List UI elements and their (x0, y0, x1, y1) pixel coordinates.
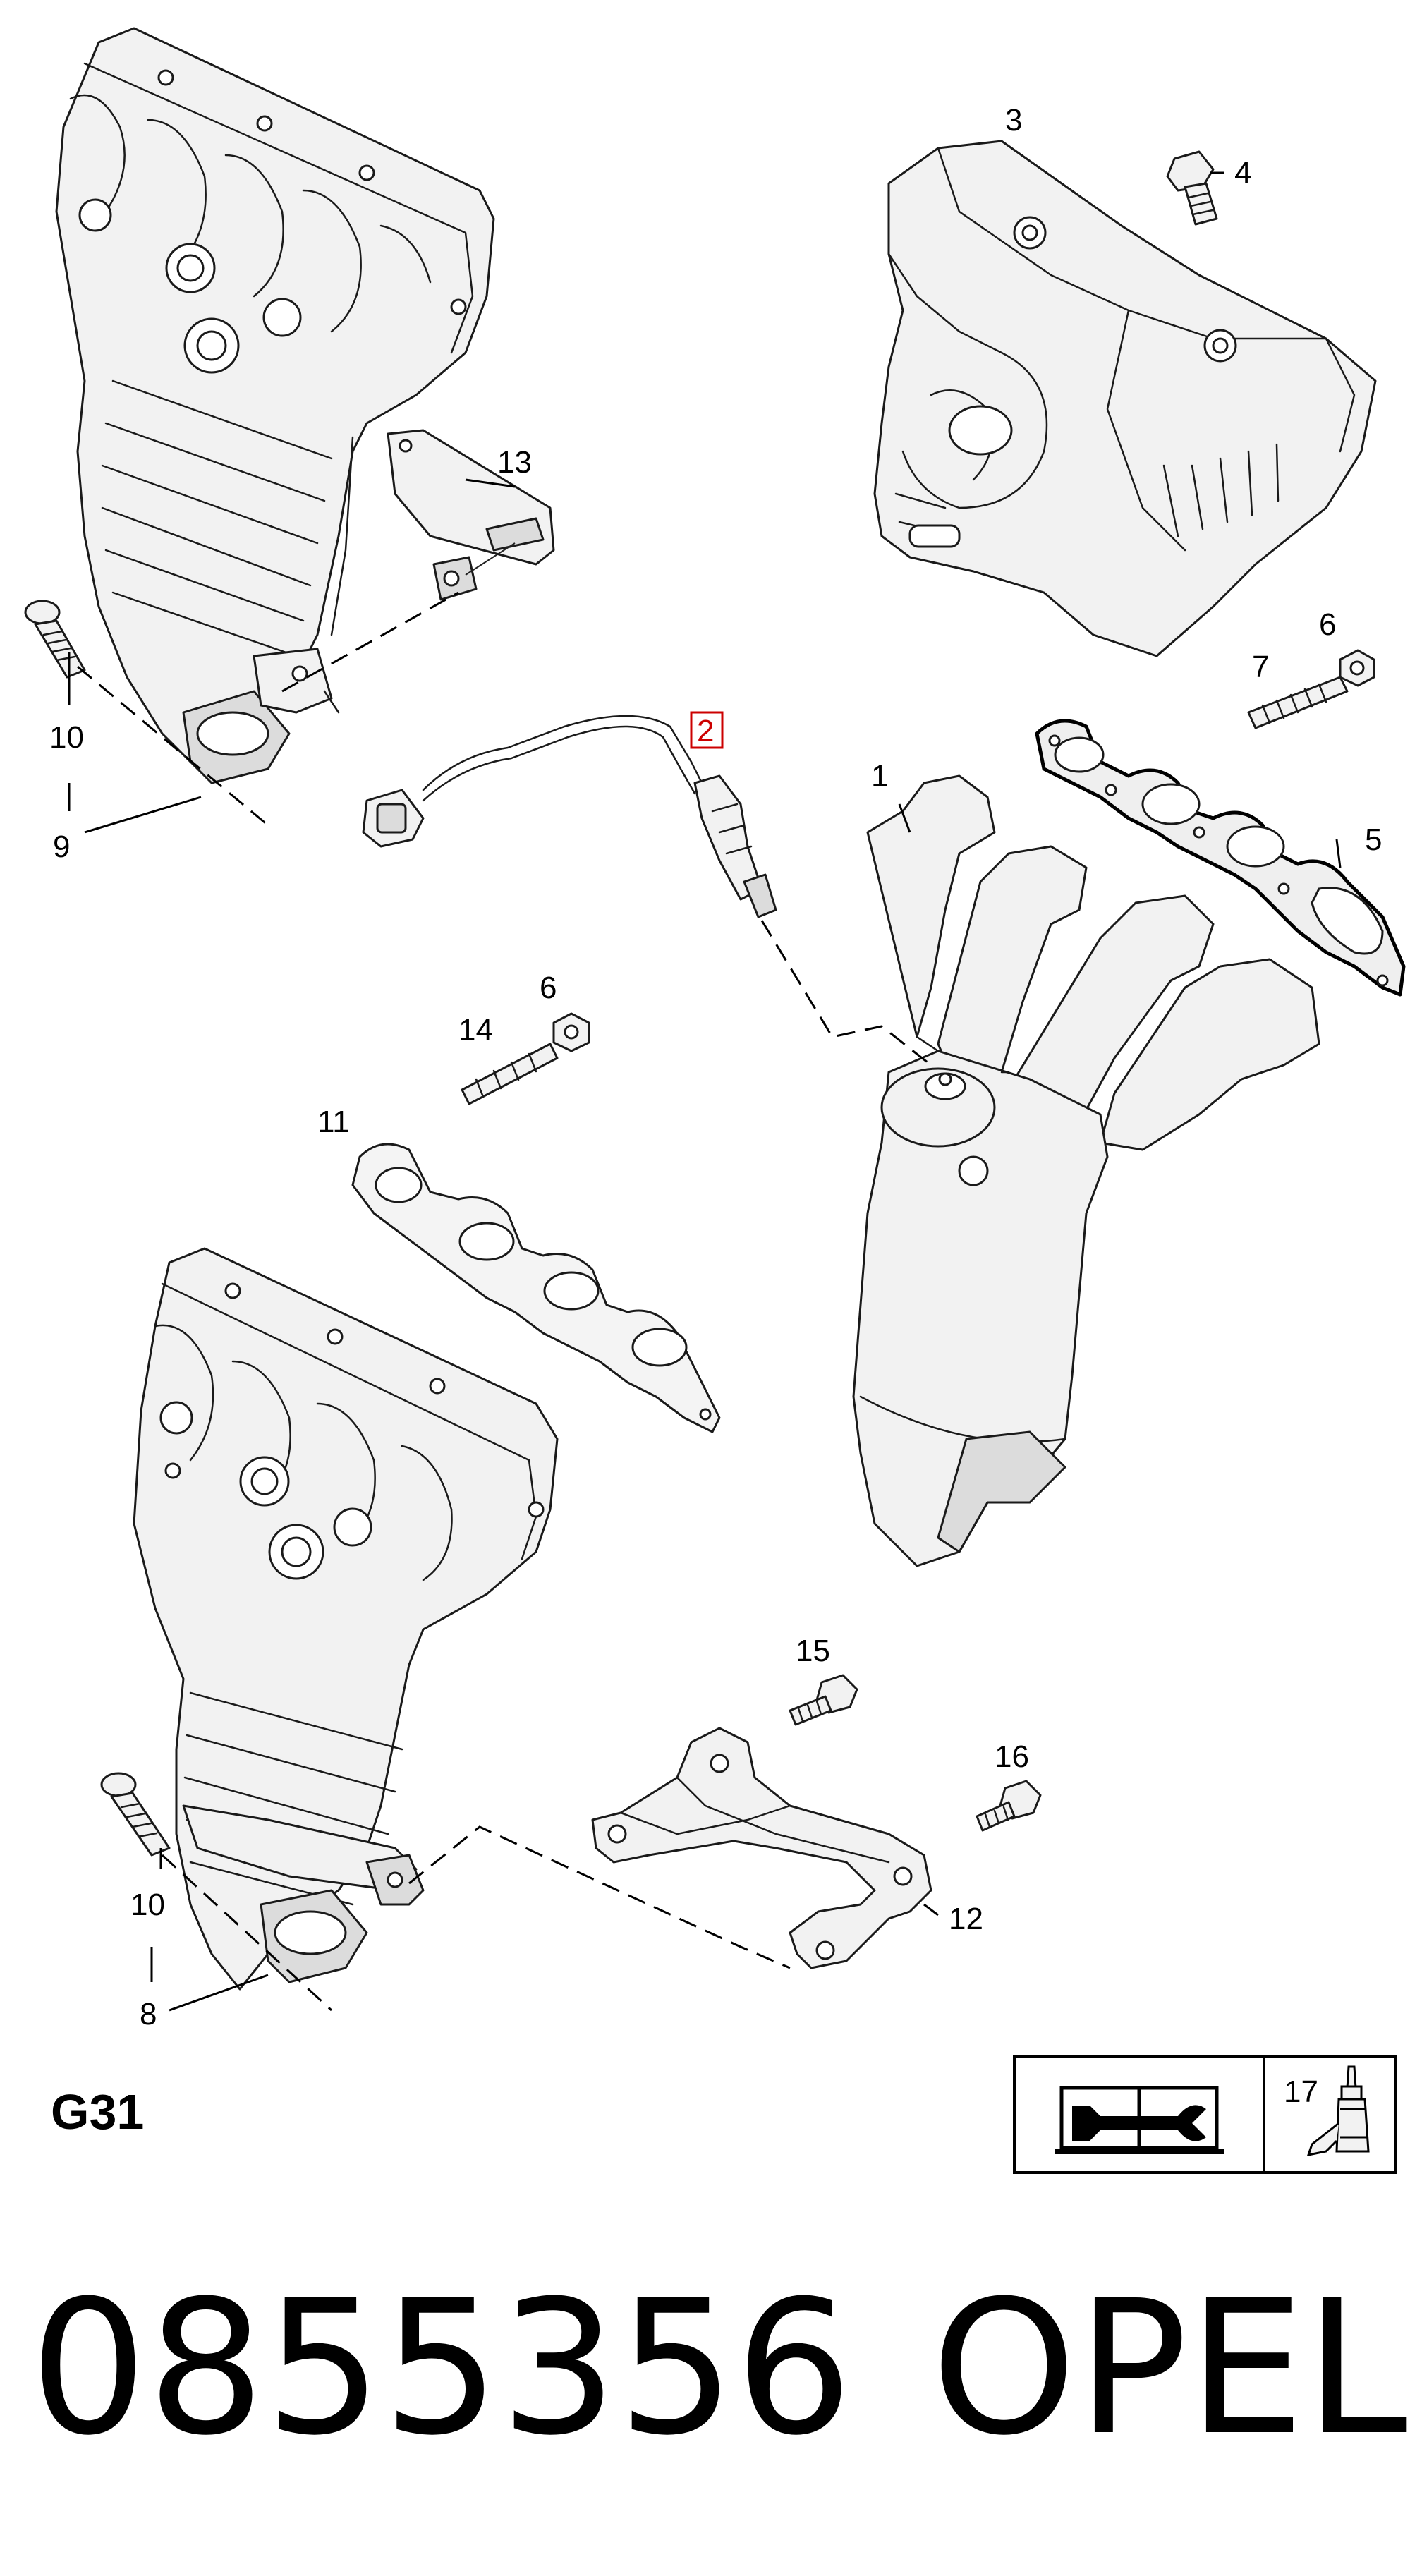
bolt-16 (976, 1780, 1042, 1832)
callout-2: 2 (697, 714, 714, 748)
callout-12: 12 (949, 1902, 983, 1936)
part-number: 0855356 (30, 2261, 853, 2476)
callout-1: 1 (871, 759, 888, 794)
bracket-12 (591, 1727, 932, 1969)
oxygen-sensor-2 (362, 715, 777, 918)
manifold-1 (852, 774, 1320, 1567)
callout-17: 17 (1284, 2074, 1318, 2109)
bolt-10-upper (24, 600, 86, 679)
repair-manual-book-wrench-icon (1055, 2086, 1224, 2154)
callout-2-highlight-box (690, 711, 724, 749)
callout-13: 13 (497, 445, 532, 480)
bracket-13 (387, 429, 555, 601)
heat-shield-3 (873, 140, 1377, 657)
callout-10-lower: 10 (130, 1888, 165, 1922)
sealant-tube-icon (1306, 2065, 1370, 2156)
callout-3: 3 (1005, 103, 1022, 138)
callouts: 3 4 13 6 7 10 9 1 5 6 14 11 15 16 10 12 … (49, 103, 1382, 2031)
callout-16: 16 (995, 1739, 1029, 1774)
nut-6-lower (552, 1012, 590, 1052)
manifold-converter-upper (55, 27, 495, 784)
info-box: 17 (1013, 2055, 1397, 2174)
callout-9: 9 (53, 830, 70, 864)
callout-6-lower: 6 (540, 971, 557, 1005)
callout-7: 7 (1252, 650, 1269, 684)
bolt-4 (1166, 150, 1218, 226)
callout-8: 8 (140, 1997, 157, 2031)
leader-lines (68, 171, 1342, 2012)
stud-7 (1247, 676, 1349, 729)
gasket-5 (1035, 719, 1406, 997)
dashed-connectors (77, 591, 932, 2012)
stud-14 (461, 1043, 559, 1105)
callout-15: 15 (796, 1634, 830, 1668)
callout-5: 5 (1365, 822, 1382, 857)
bolt-15 (789, 1674, 858, 1726)
nut-6-upper (1339, 649, 1375, 687)
gasket-11 (351, 1143, 721, 1433)
callout-4: 4 (1234, 156, 1251, 190)
section-code: G31 (51, 2084, 144, 2139)
callout-11: 11 (317, 1105, 350, 1139)
brand-name: OPEL (931, 2261, 1409, 2476)
callout-6-upper: 6 (1319, 607, 1336, 642)
manifold-converter-lower (133, 1247, 559, 1991)
callout-14: 14 (458, 1013, 493, 1047)
callout-10-upper: 10 (49, 720, 84, 755)
bolt-10-lower (100, 1772, 171, 1857)
